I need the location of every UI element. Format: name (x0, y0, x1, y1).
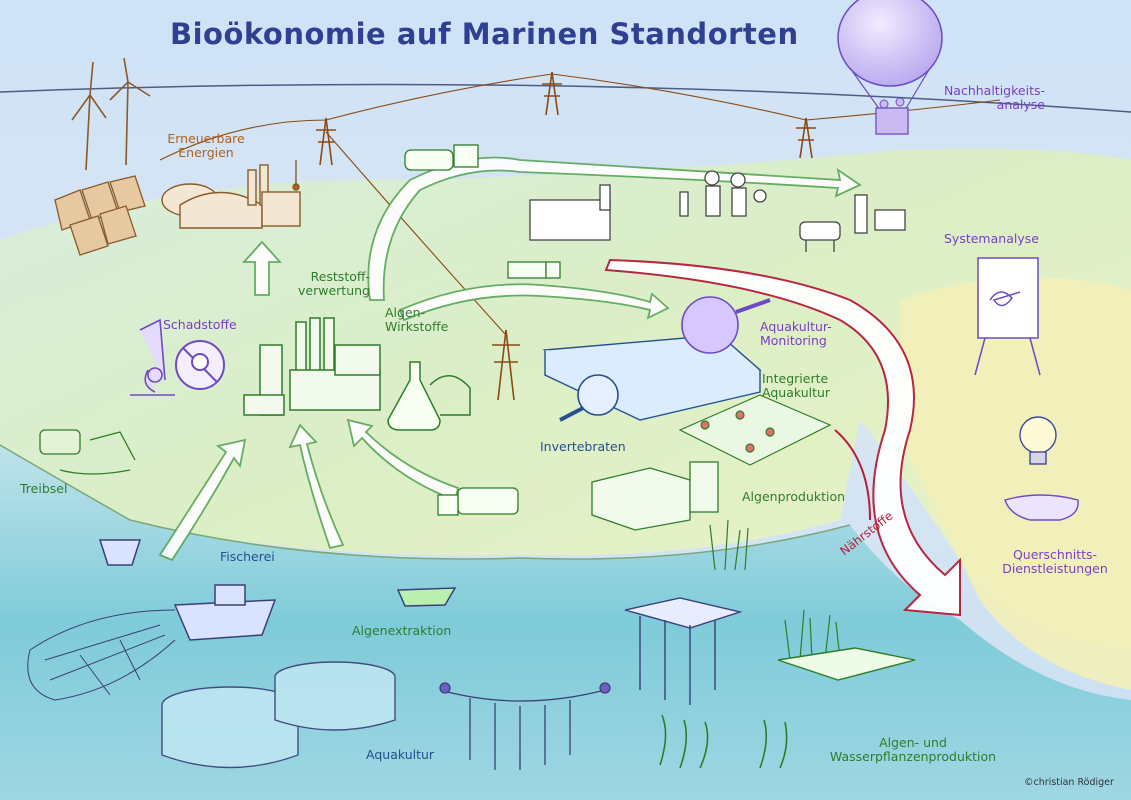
mussel-line-icon (439, 682, 611, 770)
land-area (0, 148, 1131, 650)
microscope-icon (130, 318, 175, 396)
label-erneuerbare-energien: Erneuerbare Energien (167, 131, 245, 161)
coast-line (0, 444, 851, 560)
raft-icon (624, 597, 743, 705)
wind-turbine-icon (71, 57, 151, 171)
label-invertebraten: Invertebraten (540, 439, 626, 454)
fish-cage-icon (161, 661, 396, 769)
horizon-line (0, 83, 1131, 113)
label-systemanalyse: Systemanalyse (944, 231, 1039, 246)
nutrient-stream (834, 429, 871, 521)
seaweed-icon (678, 394, 832, 466)
factory-icon (243, 317, 381, 416)
truck-icon (404, 144, 561, 516)
page-title: Bioökonomie auf Marinen Standorten (170, 17, 799, 51)
label-aquakultur-monitoring: Aquakultur-Monitoring (760, 319, 832, 349)
power-pylon-icon (159, 71, 1001, 401)
copyright: ©christian Rödiger (1024, 777, 1114, 788)
label-treibsel: Treibsel (20, 481, 68, 496)
flipchart-icon (974, 257, 1041, 376)
hand-icon (1004, 494, 1079, 521)
magnifier-fish-icon (559, 296, 771, 422)
cow-icon (799, 194, 906, 252)
solar-panel-icon (54, 175, 146, 256)
fishing-boat-icon (98, 539, 457, 641)
flow-arrows (158, 156, 862, 562)
yellow-shore (900, 277, 1131, 690)
reed-icon (709, 519, 841, 661)
label-integrierte-aquakultur: Integrierte Aquakultur (762, 371, 831, 401)
nutrient-arrow (604, 258, 961, 617)
label-nachhaltigkeitsanalyse: Nachhaltigkeits-analyse (943, 83, 1045, 113)
label-reststoffverwertung: Reststoff-verwertung (298, 269, 370, 299)
algae-greenhouse (591, 461, 719, 531)
biogas-plant-icon (161, 160, 301, 229)
label-algen-wirkstoffe: Algen-Wirkstoffe (385, 305, 449, 335)
label-algenproduktion: Algenproduktion (742, 489, 846, 504)
net-icon (27, 609, 176, 701)
flask-icon (387, 361, 471, 431)
skull-warning-icon (175, 340, 225, 390)
treibsel-icon (39, 429, 136, 475)
label-querschnitts-dienstleistungen: Querschnitts-Dienstleistungen (1002, 547, 1108, 577)
label-fischerei: Fischerei (220, 549, 275, 564)
plant-raft-icon (777, 647, 916, 681)
label-schadstoffe: Schadstoffe (163, 317, 237, 332)
label-wasserpflanzenproduktion: Algen- und Wasserpflanzenproduktion (829, 735, 997, 765)
seabed-seaweed-icon (659, 714, 788, 769)
light-bulb-icon (1019, 416, 1057, 465)
label-algenextraktion: Algenextraktion (352, 623, 452, 638)
label-aquakultur: Aquakultur (366, 747, 435, 762)
people-icon (529, 170, 767, 241)
hot-air-balloon-icon (837, 0, 943, 135)
